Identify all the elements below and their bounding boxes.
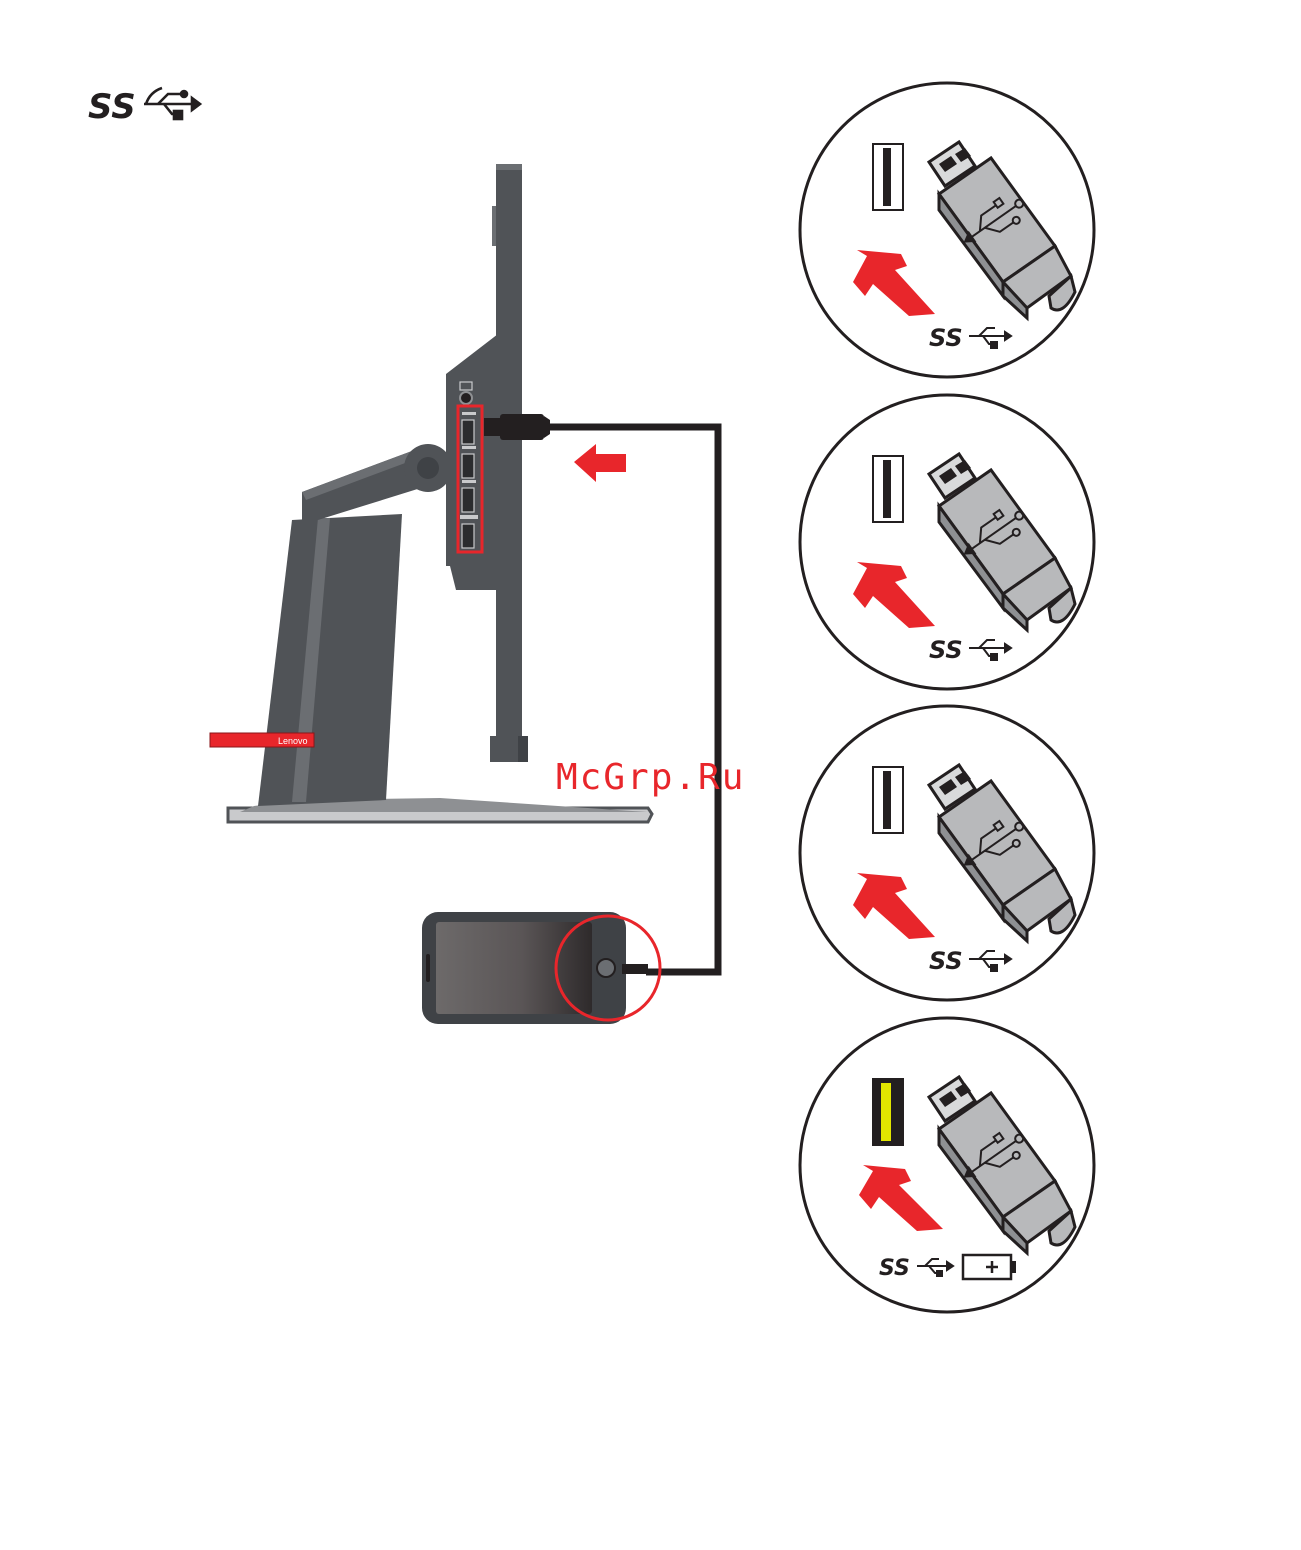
svg-text:SS: SS [929, 947, 963, 975]
svg-text:SS: SS [929, 636, 963, 664]
usb-port-slot [873, 456, 903, 522]
watermark-text: McGrp.Ru [556, 757, 745, 798]
connector-detail-3: SS [800, 706, 1094, 1000]
usb-port-2 [462, 454, 474, 478]
usb-port-slot [873, 144, 903, 210]
lenovo-brand-label: Lenovo [210, 733, 314, 747]
smartphone [422, 912, 660, 1024]
usb-charging-port-slot [873, 1079, 903, 1145]
connector-detail-4: SS [800, 1018, 1094, 1312]
svg-text:SS: SS [929, 324, 963, 352]
usb-port-1 [462, 420, 474, 444]
superspeed-logo-text: SS [88, 87, 136, 127]
usb-port-3 [462, 488, 474, 512]
insert-direction-arrow [574, 444, 626, 482]
usb-port-slot [873, 767, 903, 833]
svg-text:SS: SS [879, 1256, 910, 1281]
brand-text: Lenovo [278, 736, 308, 746]
connector-detail-1: SS [800, 83, 1094, 377]
connector-detail-2: SS [800, 395, 1094, 689]
superspeed-usb-logo: SS [88, 87, 200, 127]
monitor-side-view: Lenovo [210, 164, 652, 822]
usb-port-4 [462, 524, 474, 548]
usb-superspeed-icon [144, 88, 200, 119]
